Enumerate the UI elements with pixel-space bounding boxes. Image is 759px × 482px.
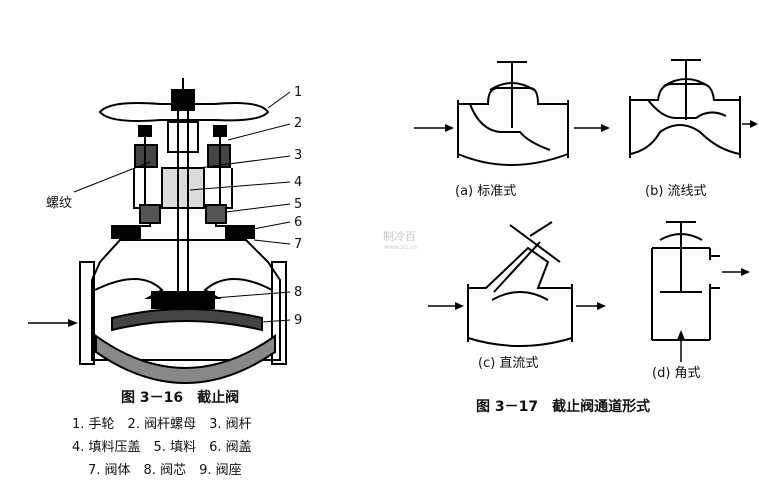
thread-label: 螺纹	[46, 196, 73, 211]
packing	[139, 204, 161, 224]
subfig-d-angle	[651, 221, 720, 341]
callout-8: 8	[294, 285, 303, 300]
parts-line-3: 7. 阀体 8. 阀芯 9. 阀座	[88, 463, 242, 478]
figure-3-17-title: 图 3－17 截止阀通道形式	[476, 399, 651, 415]
parts-line-2: 4. 填料压盖 5. 填料 6. 阀盖	[72, 440, 252, 455]
subfig-a-standard	[457, 61, 569, 166]
subfig-c-label: (c) 直流式	[478, 356, 539, 371]
handwheel	[98, 102, 270, 122]
parts-line-1: 1. 手轮 2. 阀杆螺母 3. 阀杆	[72, 417, 252, 432]
callout-3: 3	[294, 148, 303, 163]
callout-4: 4	[294, 175, 303, 190]
callout-5: 5	[294, 197, 303, 212]
watermark-url: www.zl1.cn	[384, 244, 418, 251]
subfig-d-label: (d) 角式	[652, 366, 701, 381]
disc	[151, 291, 215, 309]
callout-1: 1	[294, 85, 303, 100]
valve-body	[91, 239, 281, 361]
watermark-logo: 制冷百	[383, 230, 416, 243]
subfig-b-streamlined	[629, 59, 741, 158]
subfig-a-label: (a) 标准式	[455, 184, 517, 199]
subfig-b-label: (b) 流线式	[645, 184, 707, 199]
figure-3-16-title: 图 3－16 截止阀	[121, 390, 240, 406]
stem-nut	[167, 121, 199, 153]
callout-2: 2	[294, 116, 303, 131]
subfig-c-straight	[467, 221, 573, 347]
callout-7: 7	[294, 237, 303, 252]
callout-6: 6	[294, 215, 303, 230]
callout-9: 9	[294, 313, 303, 328]
seat	[111, 308, 263, 332]
